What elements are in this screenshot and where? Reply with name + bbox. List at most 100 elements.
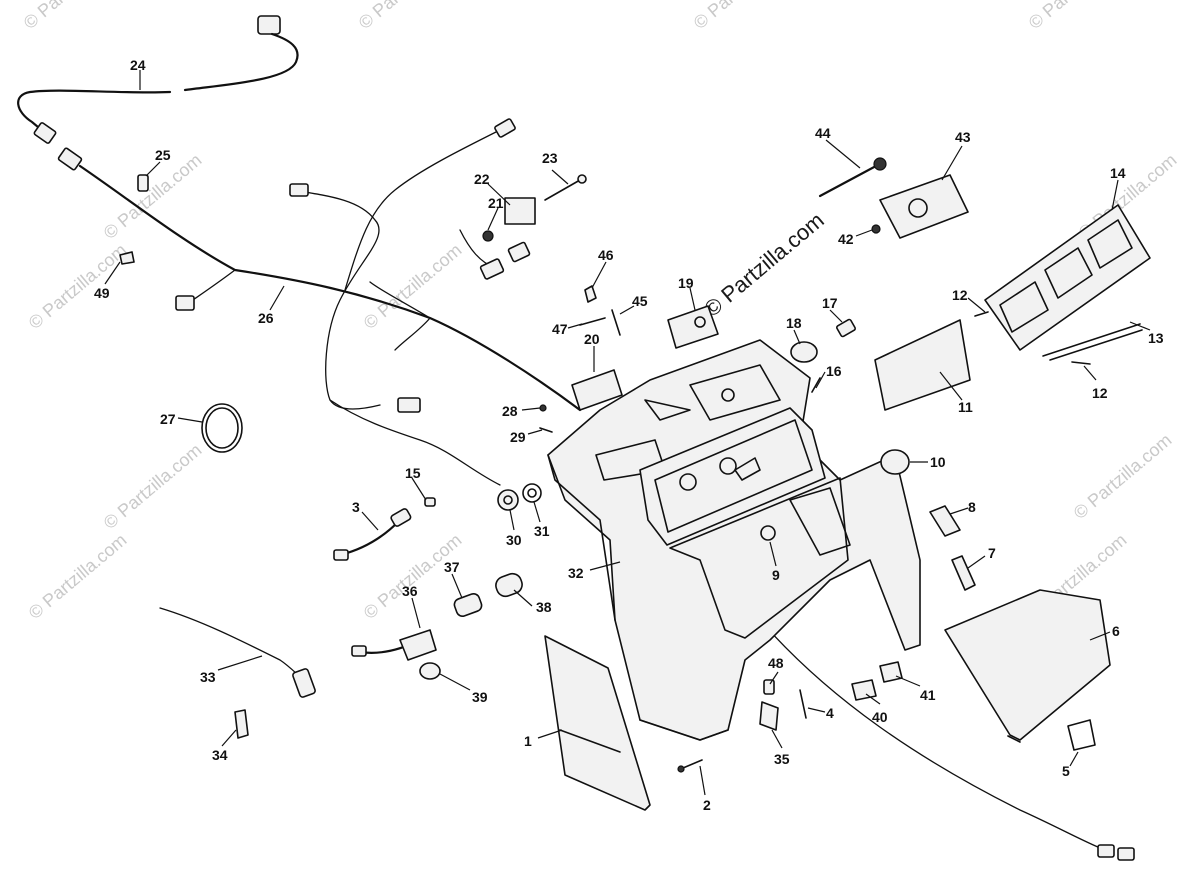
panel-6-lip	[1007, 735, 1021, 743]
leader-7	[967, 555, 986, 569]
leader-28	[521, 407, 541, 411]
console-tunnel	[789, 487, 851, 556]
callout-1: 1	[524, 733, 532, 749]
callout-2: 2	[703, 797, 711, 813]
callout-22: 22	[474, 171, 490, 187]
harness-24-lower-wire	[17, 89, 172, 134]
callout-30: 30	[506, 532, 522, 548]
leader-41	[895, 675, 921, 687]
clip-48	[763, 679, 775, 695]
gauge-bezel-14	[984, 204, 1151, 351]
switch-18	[790, 341, 818, 363]
watermark-left-2: © Partzilla.com	[25, 530, 131, 623]
gauge-panel-inner	[654, 419, 813, 533]
nut-21	[482, 230, 494, 242]
bracket-35	[759, 701, 779, 731]
harness-26-trunk	[78, 164, 582, 412]
wiring-harness	[17, 15, 1135, 861]
callout-33: 33	[200, 669, 216, 685]
callout-5: 5	[1062, 763, 1070, 779]
side-panel-1	[544, 635, 651, 811]
callout-38: 38	[536, 599, 552, 615]
gauge-hole-b	[719, 457, 737, 475]
callout-17: 17	[822, 295, 838, 311]
callout-37: 37	[444, 559, 460, 575]
leader-46	[591, 261, 607, 289]
callout-41: 41	[920, 687, 936, 703]
leader-2	[699, 765, 706, 796]
leader-14	[1111, 179, 1119, 211]
bracket-8	[929, 505, 961, 537]
callout-9: 9	[772, 567, 780, 583]
bezel-14-window-b	[1044, 247, 1093, 299]
leader-4	[807, 707, 826, 713]
callout-21: 21	[488, 195, 504, 211]
plate-11	[874, 319, 971, 411]
leader-27	[177, 417, 203, 423]
console-bottom-edge	[639, 719, 729, 741]
callout-36: 36	[402, 583, 418, 599]
pin-47	[579, 317, 606, 326]
callout-31: 31	[534, 523, 550, 539]
leader-38	[513, 589, 533, 607]
cap-17	[836, 318, 856, 338]
leader-11	[939, 371, 963, 401]
socket-plug-36	[351, 645, 367, 657]
nut-42	[871, 224, 881, 234]
callout-44: 44	[815, 125, 831, 141]
callout-27: 27	[160, 411, 176, 427]
connector-22-a	[479, 258, 505, 280]
gauge-hole-c	[734, 457, 761, 481]
cable-44	[818, 164, 878, 198]
washer-31	[522, 483, 542, 503]
switch-harness-3	[338, 520, 400, 557]
connector-cable-end	[1097, 844, 1115, 858]
harness-26-branch-a	[189, 269, 236, 303]
leader-12a	[967, 297, 986, 313]
harness-26-branch-b	[369, 281, 431, 319]
gauge-43-dial	[908, 198, 928, 218]
console-top-lip	[644, 399, 691, 421]
harness-24-upper-wire	[183, 32, 299, 92]
screw-12-lower	[1071, 361, 1091, 365]
harness-loop-right	[344, 129, 501, 291]
cable-44-end	[873, 157, 887, 171]
cable-33	[159, 607, 311, 686]
leader-30	[509, 509, 515, 531]
callout-32: 32	[568, 565, 584, 581]
callout-25: 25	[155, 147, 171, 163]
watermark-top-right: © Partzilla.com	[690, 0, 796, 33]
screw-16	[811, 377, 821, 393]
switch-3-plug	[333, 549, 349, 561]
leader-48	[769, 671, 779, 685]
switch-3	[390, 508, 412, 527]
leader-37	[451, 573, 463, 599]
switch-plate-19-hole	[694, 316, 706, 328]
grommet-9	[760, 525, 776, 541]
nut-30	[497, 489, 519, 511]
strip-13-edge	[1042, 323, 1141, 357]
watermark-top-far-right: © Partzilla.com	[1025, 0, 1131, 33]
leader-40	[865, 693, 881, 705]
callout-29: 29	[510, 429, 526, 445]
callout-34: 34	[212, 747, 228, 763]
leader-36	[411, 597, 421, 629]
callout-47: 47	[552, 321, 568, 337]
leader-19	[689, 287, 696, 311]
leader-8	[949, 507, 969, 515]
callout-24: 24	[130, 57, 146, 73]
console-left-edge	[547, 454, 616, 621]
connector-plug-top	[257, 15, 281, 35]
harness-26-branch-c	[394, 317, 431, 351]
terminal-49	[119, 251, 135, 265]
leader-16	[815, 371, 826, 389]
callout-14: 14	[1110, 165, 1126, 181]
socket-bracket-36	[399, 629, 437, 661]
recess-19-hole	[721, 388, 735, 402]
leader-33	[217, 655, 263, 671]
callout-12a: 12	[952, 287, 968, 303]
socket-37	[453, 592, 483, 618]
watermark-top-left: © Partzilla.com	[20, 0, 126, 33]
callout-6: 6	[1112, 623, 1120, 639]
